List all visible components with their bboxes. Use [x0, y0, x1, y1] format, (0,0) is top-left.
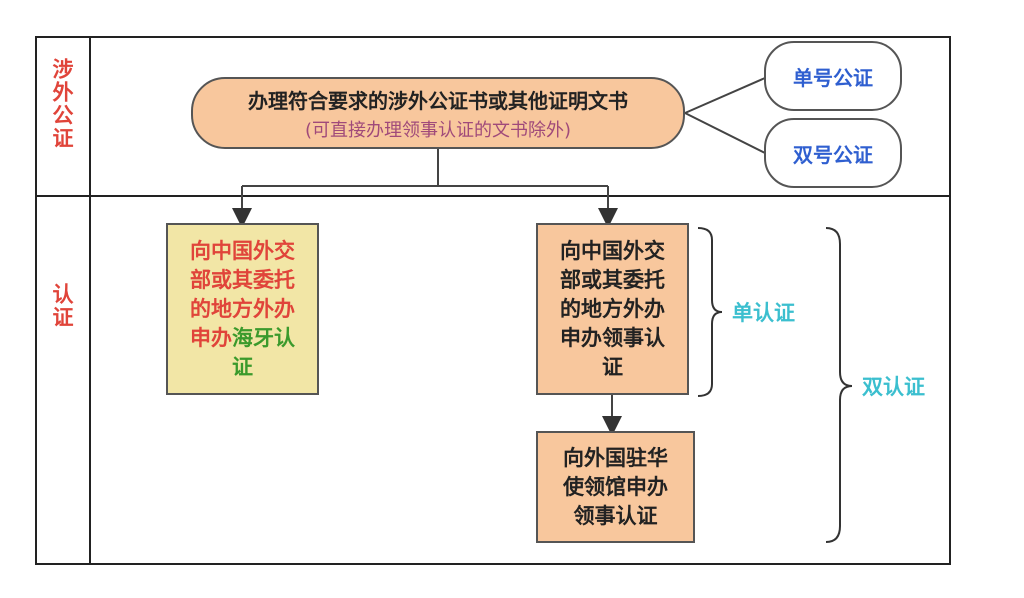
consular-moFA-node: 向中国外交部或其委托的地方外办申办领事认证	[536, 223, 689, 395]
embassy-node-text: 向外国驻华使领馆申办领事认证	[563, 445, 668, 528]
lane-label-authentication: 认证	[50, 283, 74, 329]
embassy-node: 向外国驻华使领馆申办领事认证	[536, 431, 695, 543]
single-cert-brace	[697, 227, 723, 397]
hague-node: 向中国外交部或其委托的地方外办申办海牙认证	[166, 223, 319, 395]
diagram-frame	[35, 36, 951, 565]
main-node-title: 办理符合要求的涉外公证书或其他证明文书	[248, 88, 628, 113]
hague-node-text: 向中国外交部或其委托的地方外办申办海牙认证	[168, 237, 317, 382]
single-cert-label: 单认证	[732, 301, 795, 325]
connector-double	[684, 112, 766, 154]
main-node: 办理符合要求的涉外公证书或其他证明文书 (可直接办理领事认证的文书除外)	[191, 77, 685, 149]
hague-node-green-text: 海牙认证	[232, 325, 295, 379]
lane-label-notarization: 涉外公证	[50, 58, 74, 150]
double-cert-label: 双认证	[862, 375, 925, 399]
single-notary-node: 单号公证	[764, 41, 902, 111]
double-cert-brace	[825, 227, 853, 543]
consular-moFA-text: 向中国外交部或其委托的地方外办申办领事认证	[560, 238, 665, 379]
hague-node-red-text: 向中国外交部或其委托的地方外办申办	[190, 238, 295, 350]
connector-single	[684, 77, 766, 114]
double-notary-node: 双号公证	[764, 118, 902, 188]
main-node-note: (可直接办理领事认证的文书除外)	[304, 119, 572, 141]
